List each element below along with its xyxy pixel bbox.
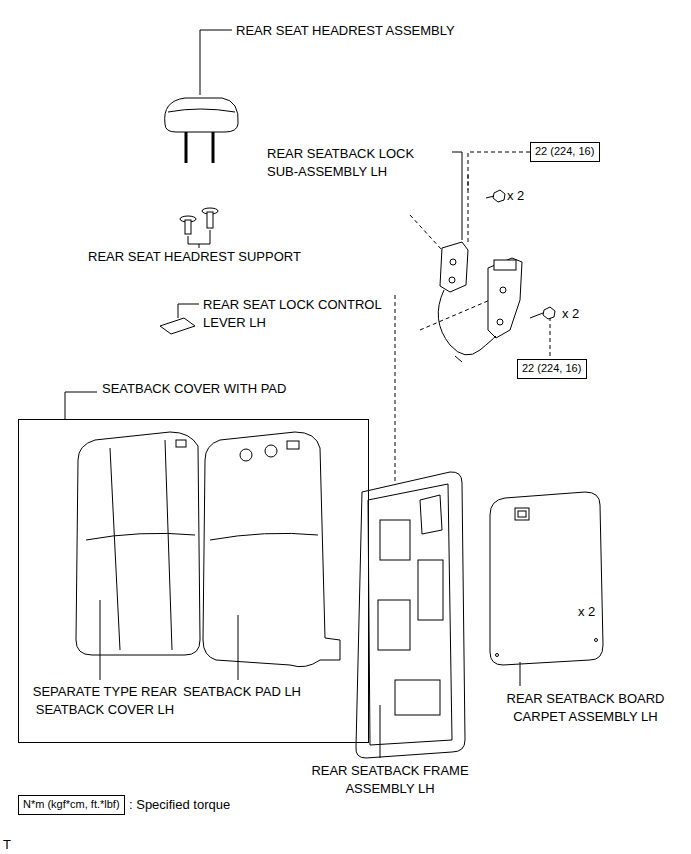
seatback-lock-drawing [438, 242, 522, 362]
drawing-stroke [438, 290, 496, 355]
part-name: REAR SEAT HEADREST ASSEMBLY [236, 22, 455, 40]
drawing-stroke [185, 130, 188, 163]
drawing-stroke [240, 449, 252, 461]
drawing-stroke [455, 356, 462, 362]
seatback-pad-drawing [203, 432, 340, 667]
seatback-cover-drawing [76, 432, 200, 655]
group-box: SEATBACK COVER WITH PAD [18, 381, 369, 743]
drawing-stroke [468, 175, 469, 242]
legend-sample-box: N*m (kgf*cm, ft.*lbf) [18, 795, 125, 815]
drawing-stroke [165, 440, 172, 650]
part-name: REAR SEATBACK FRAME ASSEMBLY LH [300, 762, 480, 797]
drawing-stroke [493, 190, 505, 202]
drawing-stroke [420, 300, 490, 330]
drawing-stroke [210, 533, 318, 540]
page-mark: T [3, 836, 11, 854]
leader-line [200, 30, 232, 95]
assembly-line [395, 152, 550, 485]
part-name: REAR SEATBACK LOCK SUB-ASSEMBLY LH [267, 145, 447, 180]
drawing-stroke [497, 319, 503, 325]
drawing-stroke [110, 448, 120, 650]
leader-line [199, 244, 200, 248]
drawing-stroke [86, 533, 195, 540]
drawing-stroke [410, 215, 442, 250]
drawing-stroke [490, 492, 603, 665]
group-heading: SEATBACK COVER WITH PAD [102, 381, 286, 397]
leader-line [380, 705, 381, 758]
drawing-stroke [287, 441, 299, 449]
part-name: SEPARATE TYPE REAR SEATBACK COVER LH [20, 683, 190, 718]
board-carpet-drawing [490, 492, 603, 665]
legend-text: : Specified torque [129, 796, 230, 814]
torque-value: 22 (224, 16) [535, 145, 595, 158]
seatback-frame-drawing [356, 472, 465, 758]
drawing-stroke [395, 295, 396, 485]
drawing-stroke [486, 196, 494, 198]
bracket-line [65, 392, 97, 419]
torque-value: N*m (kgf*cm, ft.*lbf) [23, 798, 120, 811]
drawing-stroke [550, 318, 551, 356]
drawing-stroke [165, 98, 239, 132]
drawing-stroke [468, 152, 530, 190]
drawing-stroke [212, 130, 215, 163]
drawing-stroke [450, 259, 456, 265]
drawing-stroke [543, 307, 555, 319]
torque-value: 22 (224, 16) [522, 362, 582, 375]
drawing-stroke [530, 313, 543, 318]
drawing-stroke [380, 520, 410, 560]
drawing-stroke [65, 30, 603, 758]
group-border [18, 419, 369, 743]
drawing-stroke [420, 495, 442, 534]
quantity: x 2 [562, 305, 579, 323]
drawing-stroke [496, 654, 499, 657]
drawing-stroke [515, 508, 529, 520]
headrest-drawing [165, 98, 239, 163]
drawing-stroke [168, 109, 235, 112]
torque-box: 22 (224, 16) [517, 359, 587, 379]
drawing-stroke [595, 639, 598, 642]
part-name: REAR SEAT LOCK CONTROL LEVER LH [203, 296, 408, 331]
leader-line [178, 304, 199, 318]
leader-line [238, 615, 239, 680]
drawing-stroke [207, 212, 213, 228]
drawing-stroke [518, 511, 526, 517]
drawing-stroke [440, 242, 468, 292]
lever-drawing [160, 318, 195, 334]
drawing-stroke [185, 220, 191, 234]
drawing-stroke [265, 445, 277, 457]
torque-box: 22 (224, 16) [530, 142, 600, 162]
part-name: REAR SEAT HEADREST SUPPORT [88, 248, 301, 266]
leader-line [452, 152, 462, 240]
part-name: REAR SEATBACK BOARD CARPET ASSEMBLY LH [498, 690, 673, 725]
leader-line [520, 662, 521, 686]
leader-line [100, 600, 101, 680]
drawing-stroke [500, 287, 506, 293]
drawing-stroke [449, 277, 455, 283]
drawing-stroke [176, 440, 186, 447]
drawing-stroke [76, 432, 200, 655]
drawing-stroke [494, 260, 516, 270]
drawing-stroke [203, 432, 340, 667]
drawing-stroke [356, 472, 465, 758]
headrest-support-drawing [180, 208, 218, 234]
drawing-stroke [395, 680, 440, 715]
leader-line [188, 230, 210, 244]
drawing-stroke [418, 560, 443, 620]
drawing-stroke [488, 258, 522, 338]
quantity: x 2 [507, 187, 524, 205]
drawing-stroke [368, 484, 452, 745]
quantity: x 2 [578, 603, 595, 621]
drawing-stroke [378, 600, 410, 650]
part-name: SEATBACK PAD LH [182, 683, 302, 701]
